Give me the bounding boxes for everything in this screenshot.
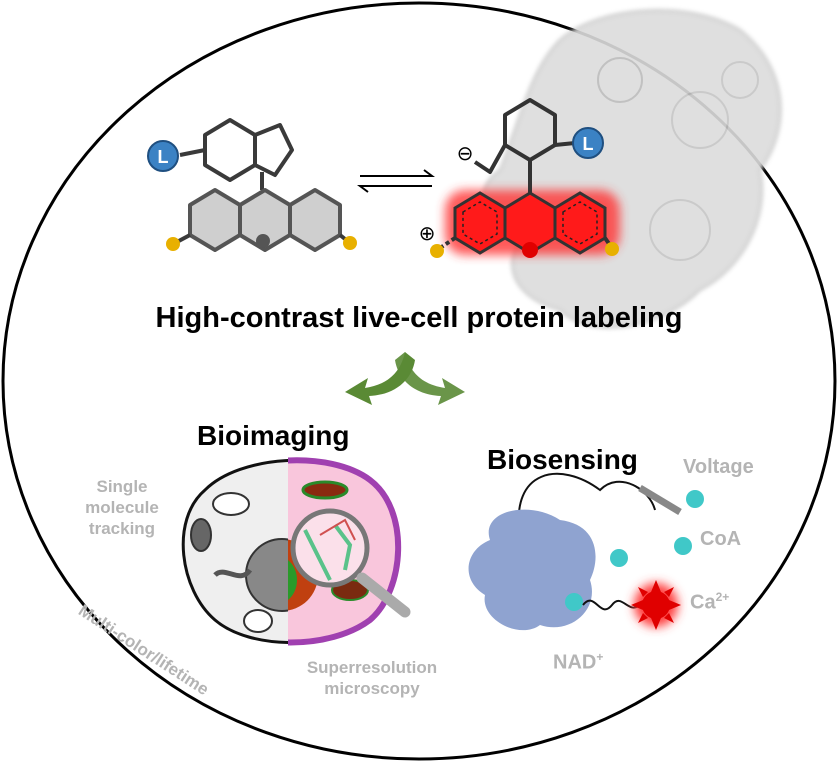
biosensor-illustration (468, 472, 704, 631)
calcium-superscript: 2+ (715, 590, 730, 604)
amine-dot-left (166, 237, 180, 251)
label-nad: NAD+ (553, 650, 603, 675)
equilibrium-arrows (357, 169, 435, 193)
amine-dot-right (343, 236, 357, 250)
calcium-text: Ca (690, 591, 716, 614)
label-superresolution-microscopy: Superresolution microscopy (306, 658, 438, 698)
electrode-icon (638, 484, 682, 516)
protein-blob (468, 509, 596, 631)
label-calcium: Ca2+ (690, 590, 729, 615)
label-voltage: Voltage (683, 456, 754, 478)
negative-charge: ⊖ (457, 141, 474, 165)
label-single-molecule-tracking: Single molecule tracking (85, 477, 159, 538)
positive-charge: ⊕ (419, 221, 436, 245)
ligand-circle-right (572, 127, 604, 159)
ligand-label-right: L (583, 134, 594, 154)
split-arrow-icon (345, 352, 465, 405)
open-zwitterion-molecule (430, 98, 620, 258)
nad-text: NAD (553, 651, 597, 674)
nad-superscript: + (596, 650, 604, 664)
label-coa: CoA (700, 528, 742, 550)
bioimaging-heading: Bioimaging (197, 420, 350, 451)
main-title: High-contrast live-cell protein labeling (155, 302, 683, 334)
biosensing-heading: Biosensing (487, 444, 638, 475)
ligand-circle-left (147, 140, 179, 172)
oxygen-atom (256, 234, 270, 248)
ligand-label-left: L (158, 147, 169, 167)
cell-illustration (181, 457, 411, 646)
closed-spiro-molecule (174, 118, 352, 252)
